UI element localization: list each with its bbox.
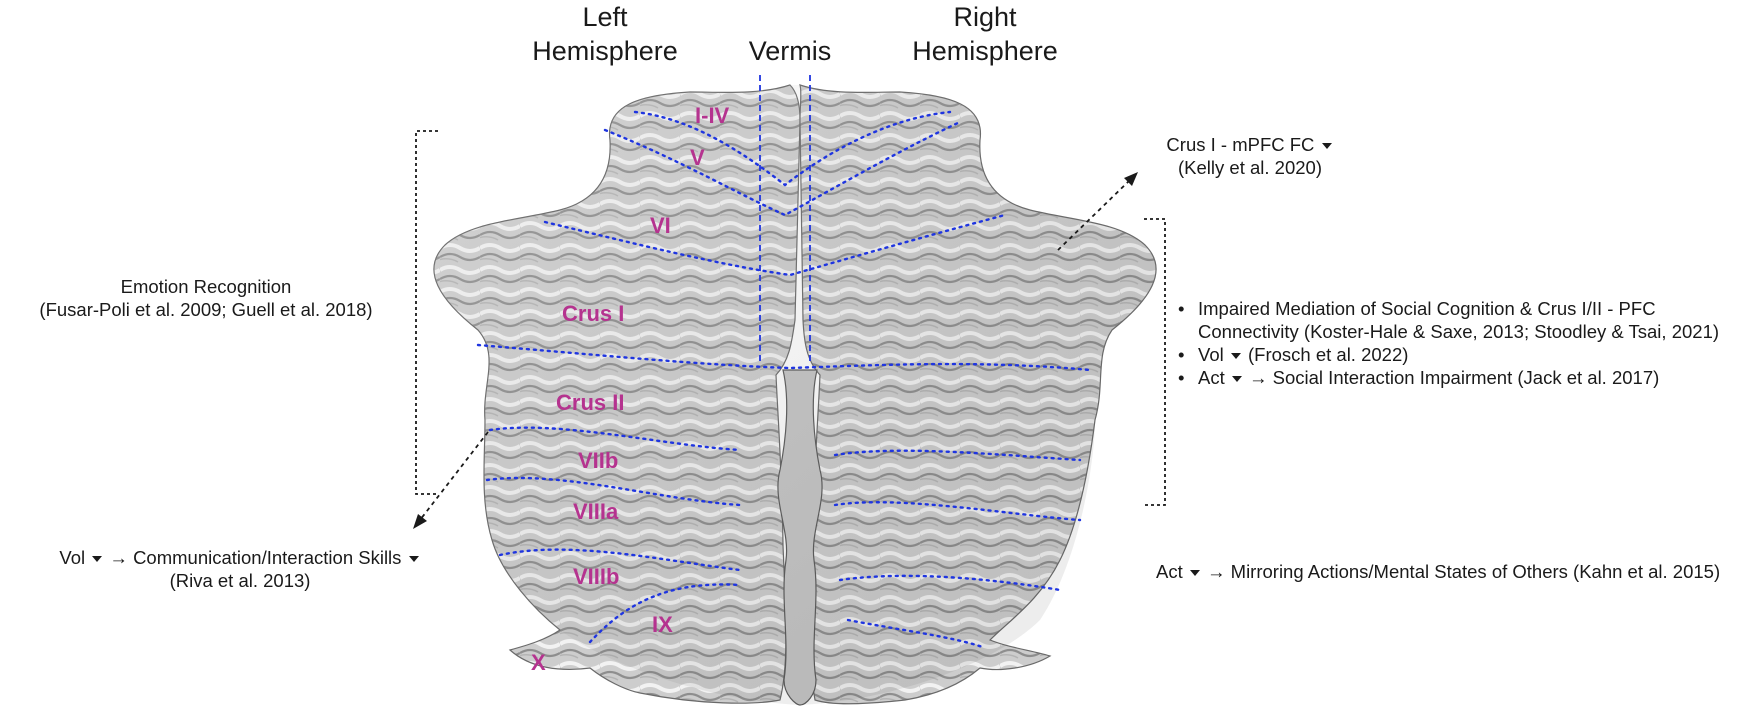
lobule-label-vi: VI bbox=[650, 213, 671, 238]
arrowhead-crus-mpfc bbox=[1124, 172, 1138, 186]
finding-social-cognition: Impaired Mediation of Social Cognition &… bbox=[1176, 297, 1754, 343]
left-header-line-1: Left bbox=[582, 2, 628, 32]
communication-ref: (Riva et al. 2013) bbox=[169, 570, 311, 591]
vermis-boundary bbox=[759, 75, 811, 365]
arrow-right-icon: → bbox=[109, 547, 128, 568]
arrow-to-crus-mpfc bbox=[1057, 179, 1131, 251]
finding-activation: Act → Social Interaction Impairment (Jac… bbox=[1176, 366, 1754, 389]
left-header-line-2: Hemisphere bbox=[532, 36, 678, 66]
mirroring-text: Mirroring Actions/Mental States of Other… bbox=[1230, 561, 1721, 582]
flatmap-surface bbox=[433, 84, 1157, 706]
decrease-triangle-icon bbox=[1230, 353, 1241, 360]
arrow-right-icon: → bbox=[1249, 367, 1268, 388]
left-hemisphere-header: Left Hemisphere bbox=[500, 0, 710, 68]
crus-mpfc-ref: (Kelly et al. 2020) bbox=[1178, 157, 1322, 178]
lobule-label-viiib: VIIIb bbox=[573, 564, 619, 589]
decrease-triangle-icon bbox=[1321, 143, 1332, 150]
lobule-label-viib: VIIb bbox=[578, 448, 618, 473]
left-bracket bbox=[415, 130, 438, 495]
communication-vol: Vol bbox=[59, 547, 86, 568]
finding-volume-label: Vol bbox=[1198, 344, 1224, 365]
lobule-labels: I-IV V VI Crus I Crus II VIIb VIIIa VIII… bbox=[531, 103, 730, 675]
finding-activation-label: Act bbox=[1198, 367, 1225, 388]
vermis-header: Vermis bbox=[748, 36, 832, 66]
crus-mpfc-line: Crus I - mPFC FC bbox=[1130, 133, 1370, 156]
lobule-label-x: X bbox=[531, 650, 546, 675]
communication-note: Vol → Communication/Interaction Skills (… bbox=[20, 546, 460, 592]
right-hemisphere-header: Right Hemisphere bbox=[880, 0, 1090, 68]
callout-arrows bbox=[419, 179, 1131, 521]
crus-mpfc-note: Crus I - mPFC FC (Kelly et al. 2020) bbox=[1130, 133, 1370, 179]
finding-volume-ref: (Frosch et al. 2022) bbox=[1248, 344, 1409, 365]
arrow-to-communication bbox=[419, 431, 489, 521]
communication-line: Vol → Communication/Interaction Skills bbox=[20, 546, 460, 569]
decrease-triangle-icon bbox=[408, 556, 419, 563]
lobule-label-viiia: VIIIa bbox=[573, 499, 619, 524]
arrow-right-icon: → bbox=[1207, 561, 1226, 582]
crus-mpfc-text: Crus I - mPFC FC bbox=[1166, 134, 1315, 155]
lobule-label-crus-i: Crus I bbox=[562, 301, 624, 326]
emotion-ref: (Fusar-Poli et al. 2009; Guell et al. 20… bbox=[39, 299, 373, 320]
lobule-boundaries bbox=[476, 110, 1092, 650]
mirroring-act: Act bbox=[1156, 561, 1183, 582]
region-brackets bbox=[415, 130, 1166, 506]
decrease-triangle-icon bbox=[1189, 570, 1200, 577]
right-header-line-2: Hemisphere bbox=[912, 36, 1058, 66]
communication-text: Communication/Interaction Skills bbox=[133, 547, 402, 568]
lobule-label-i-iv: I-IV bbox=[695, 103, 730, 128]
right-bracket bbox=[1144, 218, 1166, 506]
emotion-title: Emotion Recognition bbox=[120, 276, 292, 297]
finding-activation-text: Social Interaction Impairment (Jack et a… bbox=[1272, 367, 1660, 388]
lobule-label-v: V bbox=[690, 145, 705, 170]
arrowhead-communication bbox=[413, 514, 427, 529]
right-header-line-1: Right bbox=[953, 2, 1017, 32]
decrease-triangle-icon bbox=[1231, 376, 1242, 383]
mirroring-note: Act → Mirroring Actions/Mental States of… bbox=[1156, 560, 1756, 583]
finding-volume: Vol (Frosch et al. 2022) bbox=[1176, 343, 1754, 366]
lobule-label-ix: IX bbox=[652, 612, 673, 637]
emotion-recognition-note: Emotion Recognition (Fusar-Poli et al. 2… bbox=[2, 275, 410, 321]
lobule-label-crus-ii: Crus II bbox=[556, 390, 624, 415]
decrease-triangle-icon bbox=[92, 556, 103, 563]
right-findings-list: Impaired Mediation of Social Cognition &… bbox=[1176, 297, 1754, 389]
